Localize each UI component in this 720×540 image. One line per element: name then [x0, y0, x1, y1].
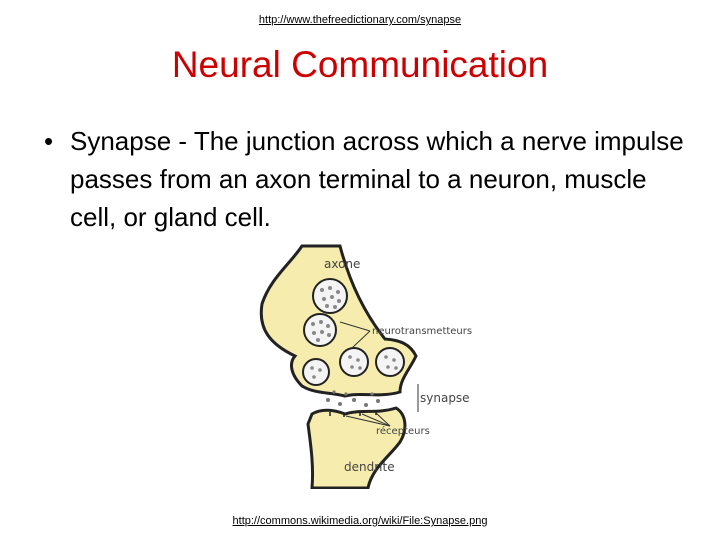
vesicle-cleft-1 [302, 358, 330, 386]
label-axone: axone [324, 257, 360, 271]
slide-title: Neural Communication [171, 44, 549, 85]
label-dendrite: dendrite [344, 460, 395, 474]
label-recepteurs: récepteurs [376, 425, 430, 437]
label-synapse: synapse [420, 391, 470, 405]
label-neurotransmetteurs: neurotransmetteurs [372, 326, 472, 337]
vesicle-large-1 [312, 278, 348, 314]
source-link-top[interactable]: http://www.thefreedictionary.com/synapse [258, 14, 462, 26]
bullet-list: • Synapse - The junction across which a … [40, 122, 690, 236]
bullet-marker: • [44, 126, 54, 156]
synapse-diagram: axone neurotransmetteurs synapse récepte… [259, 244, 472, 489]
vesicle-cleft-3 [375, 347, 405, 377]
source-link-bottom[interactable]: http://commons.wikimedia.org/wiki/File:S… [232, 515, 488, 527]
bullet-item: • Synapse - The junction across which a … [40, 122, 690, 236]
vesicle-cleft-2 [339, 347, 369, 377]
vesicle-large-2 [303, 313, 337, 347]
bullet-text: Synapse - The junction across which a ne… [70, 126, 684, 232]
dendrite-shape [306, 406, 407, 489]
